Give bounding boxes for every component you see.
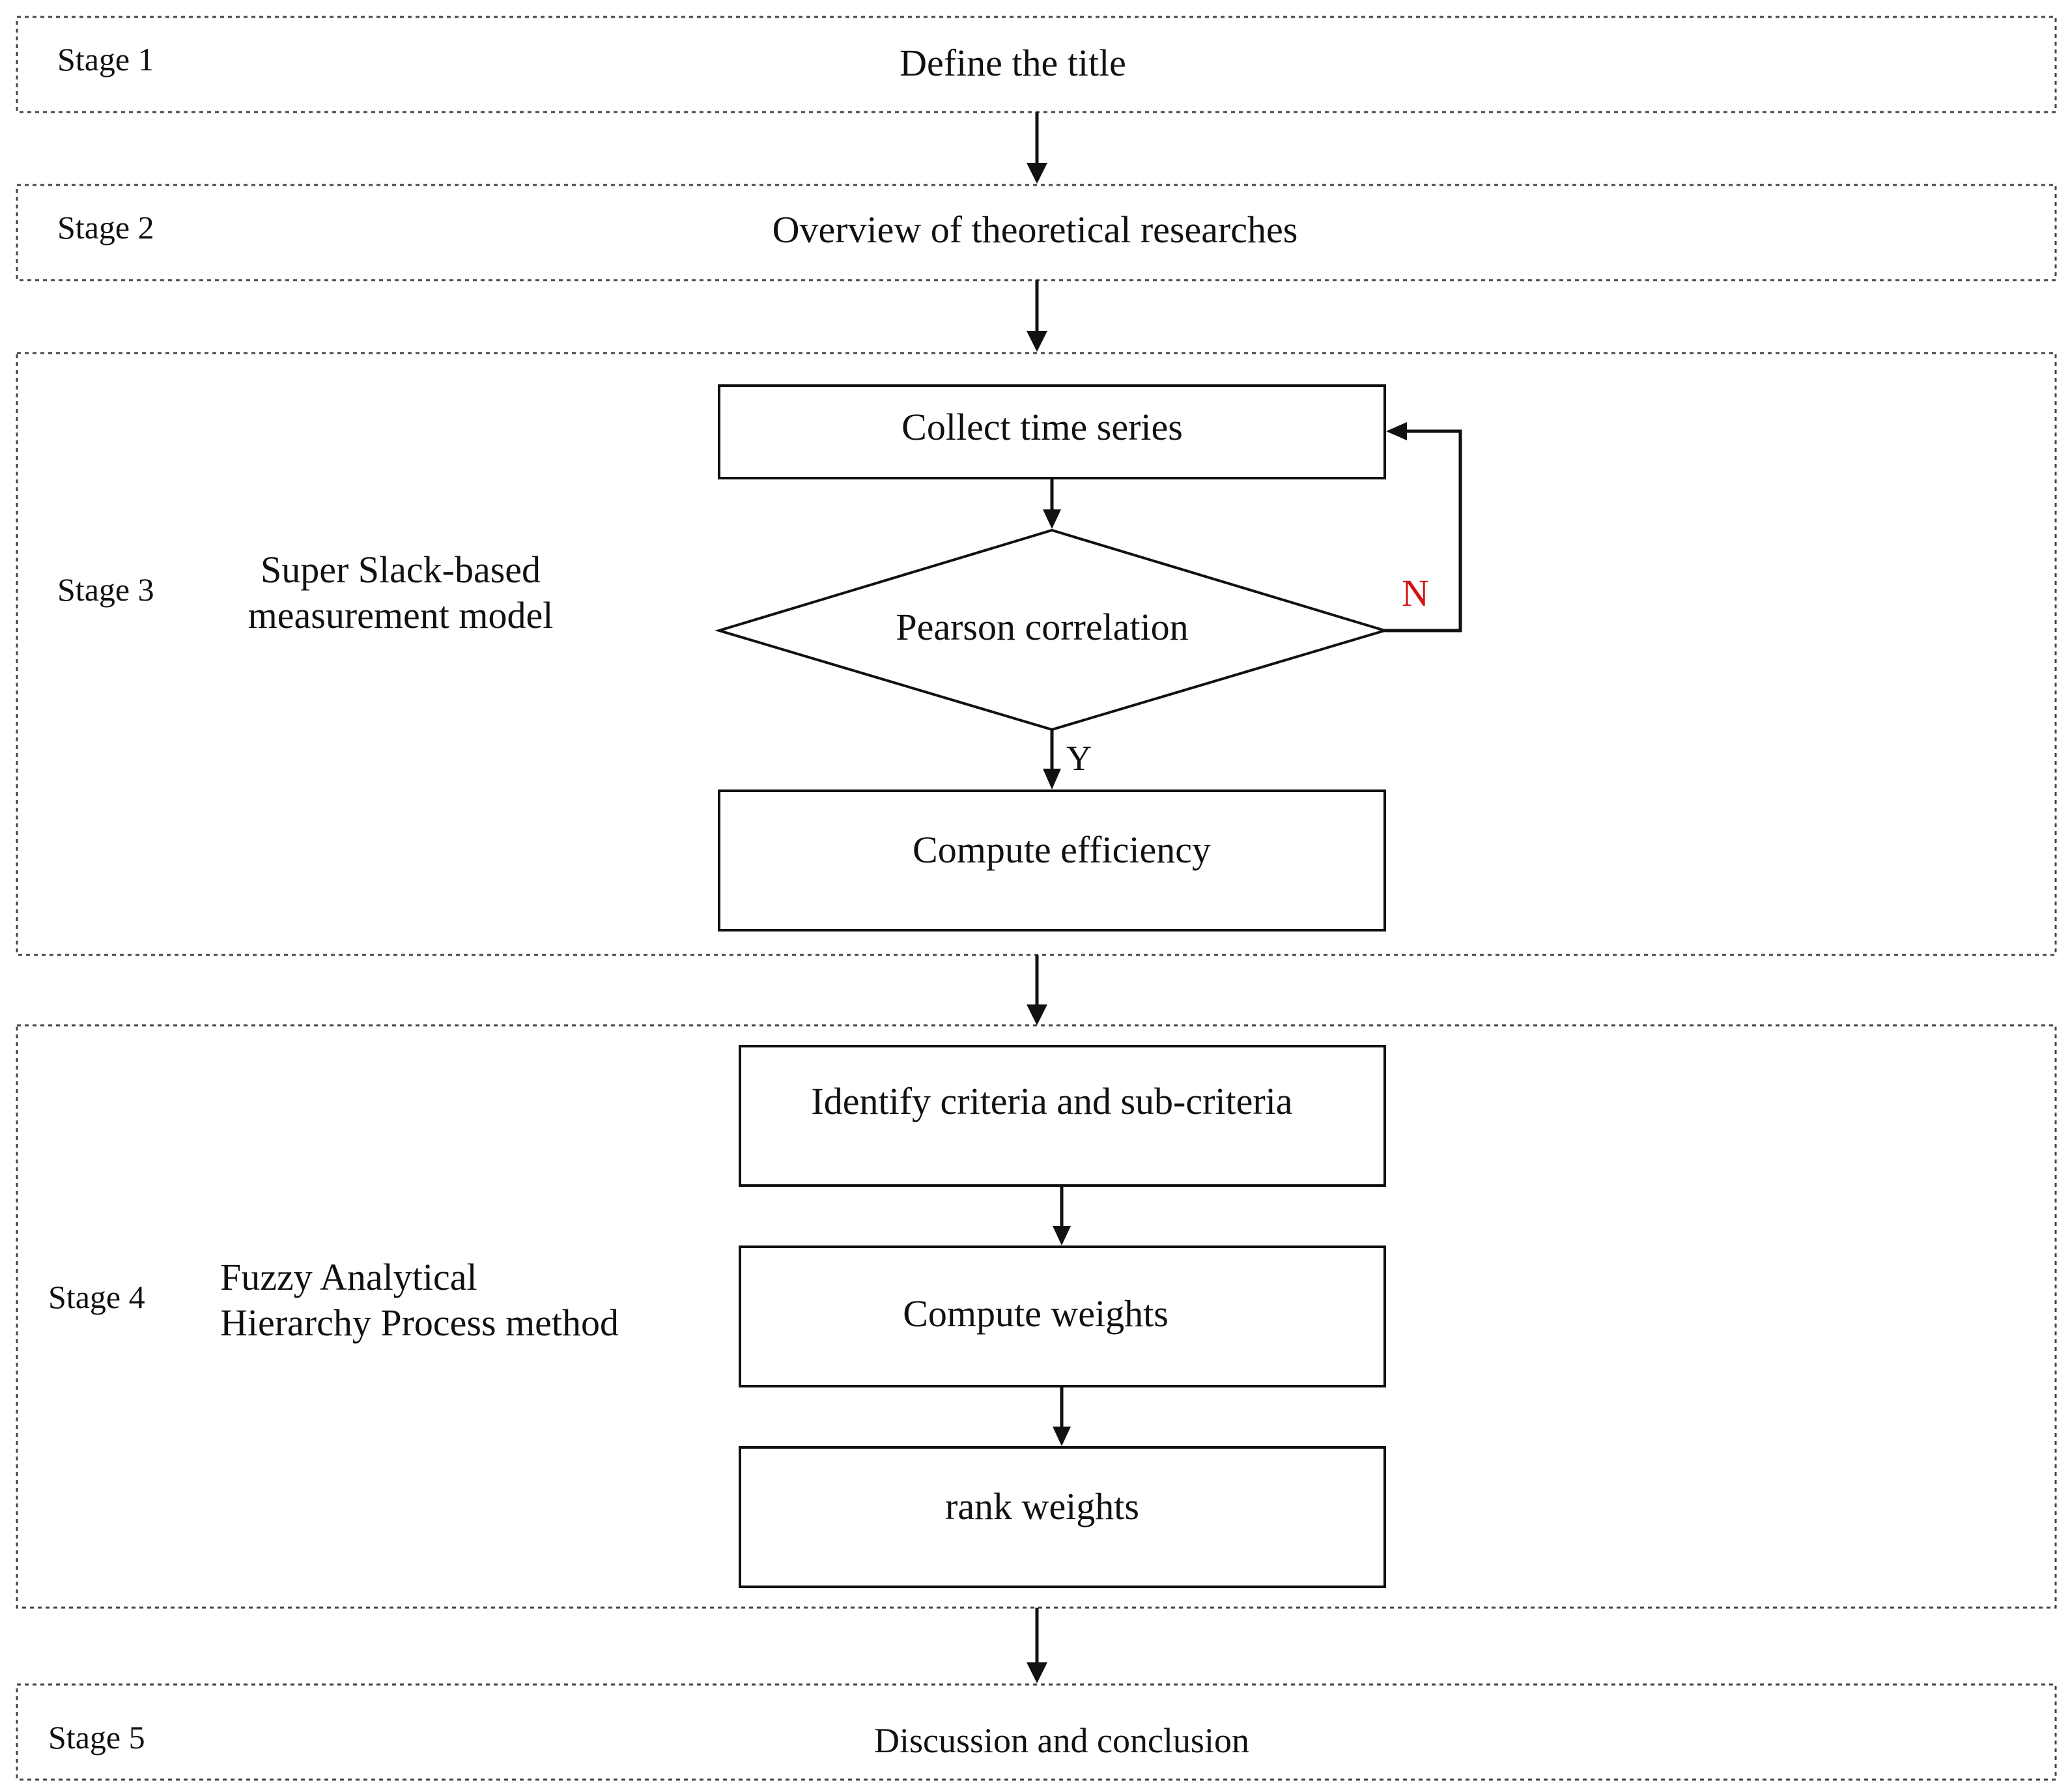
arrow-stage3-to-stage4 [1027, 955, 1047, 1025]
stage-3-label: Stage 3 [57, 571, 154, 608]
stage-1-label: Stage 1 [57, 41, 154, 78]
compute-efficiency-label: Compute efficiency [913, 829, 1211, 871]
stage-2-label: Stage 2 [57, 209, 154, 246]
stage-1-title: Define the title [900, 42, 1126, 84]
arrow-stage2-to-stage3 [1027, 280, 1047, 352]
yes-branch-arrow [1043, 730, 1061, 789]
arrow-identify-to-weights [1053, 1186, 1071, 1245]
rank-weights-box [739, 1446, 1386, 1588]
compute-efficiency-box [718, 789, 1386, 932]
stage-3-method-line1: Super Slack-based [261, 548, 541, 591]
stage-4-method-line2: Hierarchy Process method [220, 1301, 619, 1344]
compute-weights-label: Compute weights [903, 1292, 1169, 1335]
arrow-weights-to-rank [1053, 1386, 1071, 1446]
arrow-collect-to-pearson [1043, 478, 1061, 529]
stage-4-frame [16, 1024, 2057, 1609]
collect-time-series-box [718, 384, 1386, 479]
arrow-stage1-to-stage2 [1027, 112, 1047, 184]
no-branch-loop [1385, 422, 1462, 633]
stage-5-label: Stage 5 [48, 1719, 145, 1756]
rank-weights-label: rank weights [945, 1485, 1139, 1528]
identify-criteria-label: Identify criteria and sub-criteria [811, 1080, 1292, 1122]
identify-criteria-box [739, 1045, 1386, 1187]
compute-weights-box [739, 1245, 1386, 1387]
stage-5-frame [16, 1683, 2057, 1781]
stage-4-label: Stage 4 [48, 1279, 145, 1315]
pearson-decision-label: Pearson correlation [896, 606, 1188, 648]
no-branch-label: N [1402, 572, 1429, 614]
stage-5-title: Discussion and conclusion [874, 1721, 1249, 1760]
collect-time-series-label: Collect time series [901, 406, 1183, 448]
stage-3-method-line2: measurement model [248, 594, 554, 636]
yes-branch-label: Y [1066, 739, 1092, 778]
stage-2-title: Overview of theoretical researches [773, 208, 1298, 251]
arrow-stage4-to-stage5 [1027, 1608, 1047, 1683]
stage-4-method-line1: Fuzzy Analytical [220, 1256, 477, 1298]
